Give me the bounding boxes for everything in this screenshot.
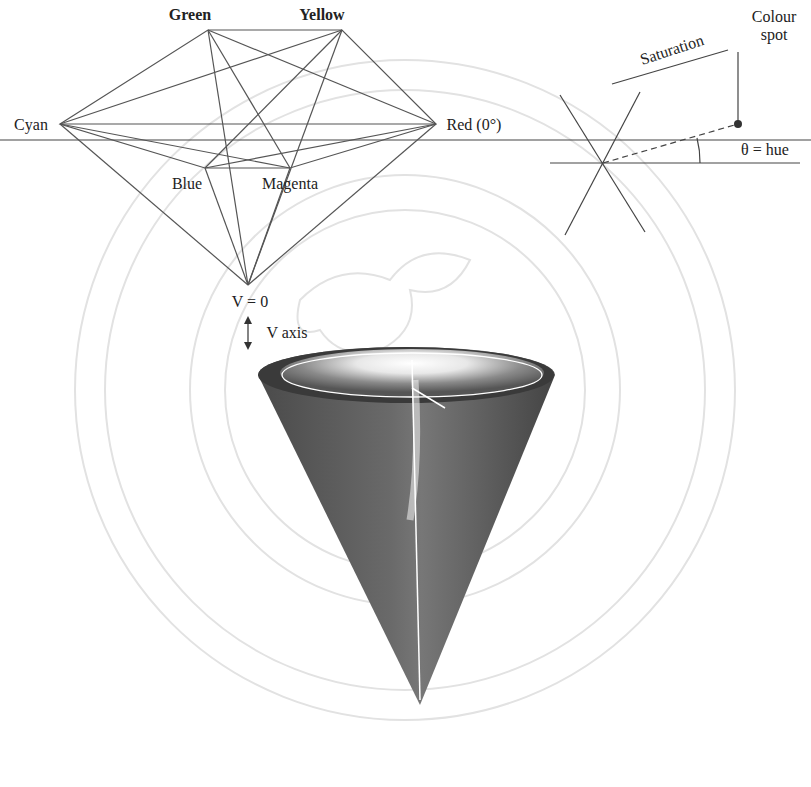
- cone-photo: [258, 347, 555, 705]
- hue-inset: [550, 50, 800, 235]
- hue-label: θ = hue: [741, 141, 789, 159]
- vertex-label: Cyan: [14, 116, 48, 134]
- vertex-label: Green: [169, 6, 211, 24]
- rule-line: [0, 139, 811, 140]
- vertex-label: Blue: [172, 175, 202, 193]
- apex-label: V = 0: [232, 293, 268, 311]
- colour-spot-dot: [734, 120, 742, 128]
- axis-label: V axis: [266, 324, 307, 342]
- vertex-label: Red (0°): [447, 116, 502, 134]
- vertex-label: Magenta: [262, 175, 318, 193]
- v-axis-arrow: [244, 316, 252, 350]
- vertex-label: Yellow: [299, 6, 344, 24]
- callout-label: Colour spot: [743, 8, 805, 43]
- hexcone: [60, 30, 436, 285]
- saturation-label: Saturation: [638, 31, 706, 68]
